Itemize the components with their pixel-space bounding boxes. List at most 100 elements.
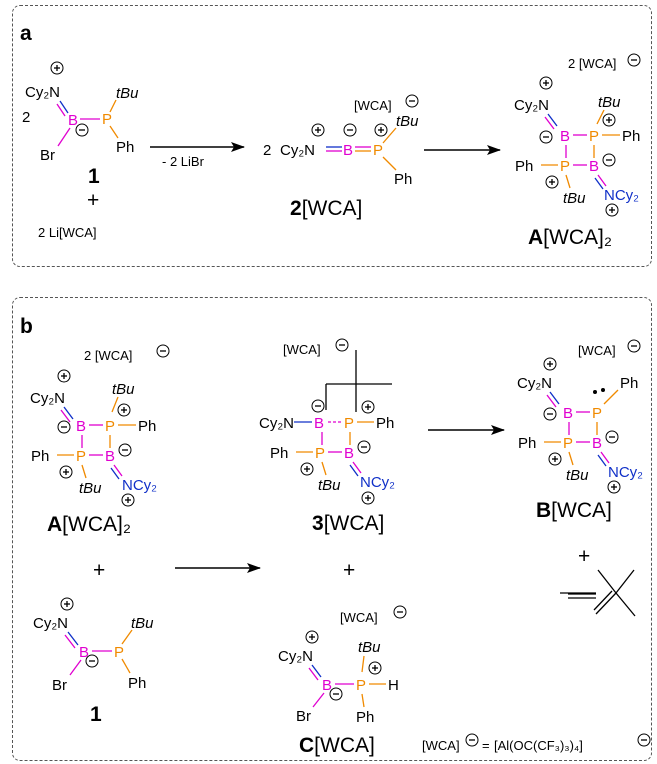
phenyl-label: Ph [376, 415, 394, 432]
phenyl-label: Ph [622, 128, 640, 145]
tbu-label: tBu [396, 113, 419, 130]
phenyl-label: Ph [394, 171, 412, 188]
tbu-label: tBu [598, 94, 621, 111]
phosphorus-atom: P [589, 128, 599, 145]
phosphorus-atom: P [592, 405, 602, 422]
phosphorus-atom: P [315, 445, 325, 462]
compound-3-number: 3 [312, 512, 324, 535]
product-B: [WCA] Cy₂N Ph B P Ph P B tBu NCy₂ B[WCA] [517, 339, 643, 522]
boron-atom: B [79, 644, 89, 661]
phenyl-label: Ph [270, 445, 288, 462]
cy2n-label: Cy₂N [278, 648, 313, 665]
wca-legend-lhs: [WCA] [422, 738, 460, 753]
intermediate-3: [WCA] Cy₂N B P Ph Ph P B tBu NCy₂ 3[WCA] [259, 338, 395, 535]
boron-atom: B [563, 405, 573, 422]
compound-1-label: 1 [90, 703, 102, 726]
cy2n-label: Cy₂N [25, 84, 60, 101]
tbu-label: tBu [79, 480, 102, 497]
phosphorus-atom: P [563, 435, 573, 452]
svg-text:C[WCA]: C[WCA] [299, 734, 375, 757]
panel-a-label: a [20, 22, 32, 45]
compound-C-counterion: [WCA] [314, 734, 375, 757]
phosphorus-atom: P [105, 418, 115, 435]
ncy2-label: NCy₂ [604, 187, 639, 204]
tbu-label: tBu [358, 639, 381, 656]
cy2n-label: Cy₂N [30, 390, 65, 407]
cy2n-label: Cy₂N [517, 375, 552, 392]
plus-sign: + [578, 545, 590, 568]
svg-text:3[WCA]: 3[WCA] [312, 512, 384, 535]
arrow-label: - 2 LiBr [162, 154, 205, 169]
phosphorus-atom: P [76, 448, 86, 465]
coefficient: 2 [22, 109, 30, 126]
compound-B-counterion: [WCA] [551, 499, 612, 522]
phenyl-label: Ph [128, 675, 146, 692]
cy2n-label: Cy₂N [33, 615, 68, 632]
wca-legend-rhs: [Al(OC(CF₃)₃)₄] [494, 738, 583, 753]
compound-A-letter: A [528, 226, 543, 249]
bromine-label: Br [52, 677, 67, 694]
phosphorus-atom: P [344, 415, 354, 432]
compound-C-letter: C [299, 734, 314, 757]
tbu-label: tBu [566, 467, 589, 484]
boron-atom: B [592, 435, 602, 452]
ncy2-label: NCy₂ [608, 464, 643, 481]
wca-counterion: [WCA] [340, 610, 378, 625]
tbu-label: tBu [563, 190, 586, 207]
panel-a-frame [12, 5, 652, 267]
product-2: [WCA] 2 Cy₂N B P tBu Ph 2[WCA] [263, 94, 419, 220]
plus-sign: + [343, 559, 355, 582]
tbu-label: tBu [112, 381, 135, 398]
wca-counterion: [WCA] [578, 343, 616, 358]
compound-B-letter: B [536, 499, 551, 522]
cy2n-label: Cy₂N [259, 415, 294, 432]
bromine-label: Br [40, 147, 55, 164]
wca-counterion: [WCA] [354, 98, 392, 113]
wca-counterion: 2 [WCA] [568, 56, 616, 71]
phenyl-label: Ph [515, 158, 533, 175]
boron-atom: B [343, 142, 353, 159]
lone-pair-dot [593, 390, 597, 394]
wca-definition: [WCA] = [Al(OC(CF₃)₃)₄] [422, 733, 651, 753]
boron-atom: B [344, 445, 354, 462]
tbu-label: tBu [116, 85, 139, 102]
boron-atom: B [560, 128, 570, 145]
panel-b-frame [12, 297, 652, 761]
compound-A-counterion: [WCA]₂ [543, 226, 612, 249]
hydrogen-label: H [388, 677, 399, 694]
svg-text:A[WCA]₂: A[WCA]₂ [528, 226, 612, 249]
phosphorus-atom: P [560, 158, 570, 175]
panel-b-label: b [20, 315, 33, 338]
boron-atom: B [68, 112, 78, 129]
byproduct-C: [WCA] Cy₂N tBu B Br P H Ph C[WCA] [278, 605, 407, 757]
plus-sign: + [87, 189, 99, 212]
boron-atom: B [322, 677, 332, 694]
phenyl-label: Ph [138, 418, 156, 435]
panel-b-reactant-1: Cy₂N B Br P tBu Ph 1 [33, 597, 154, 726]
panel-a-reactant-1: Cy₂N 2 B Br P tBu Ph 1 [22, 61, 139, 188]
li-wca-label: 2 Li[WCA] [38, 225, 97, 240]
ncy2-label: NCy₂ [122, 477, 157, 494]
product-A: 2 [WCA] Cy₂N tBu B P Ph Ph P B tBu NCy₂ … [514, 53, 641, 249]
tbu-label: tBu [318, 477, 341, 494]
compound-A-counterion: [WCA]₂ [62, 513, 131, 536]
phosphorus-atom: P [356, 677, 366, 694]
boron-atom: B [589, 158, 599, 175]
tbu-label: tBu [131, 615, 154, 632]
compound-3-counterion: [WCA] [324, 512, 385, 535]
phenyl-label: Ph [31, 448, 49, 465]
phenyl-label: Ph [356, 709, 374, 726]
bromine-label: Br [296, 708, 311, 725]
phenyl-label: Ph [620, 375, 638, 392]
svg-text:A[WCA]₂: A[WCA]₂ [47, 513, 131, 536]
plus-sign: + [93, 559, 105, 582]
svg-text:[WCA]: [WCA] [422, 738, 460, 753]
cy2n-label: Cy₂N [280, 142, 315, 159]
ncy2-label: NCy₂ [360, 474, 395, 491]
boron-atom: B [76, 418, 86, 435]
isobutene-structure [560, 569, 636, 617]
compound-1-label: 1 [88, 165, 100, 188]
cy2n-label: Cy₂N [514, 97, 549, 114]
phenyl-label: Ph [518, 435, 536, 452]
